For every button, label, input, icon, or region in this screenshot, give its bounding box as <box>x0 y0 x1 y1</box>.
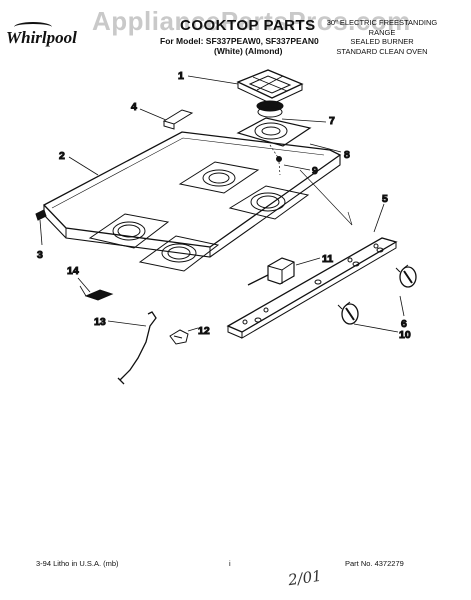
valve-block <box>247 257 295 286</box>
clip <box>35 209 47 221</box>
model-line: For Model: SF337PEAW0, SF337PEAN0 <box>160 36 319 46</box>
burner-cap <box>256 100 284 118</box>
footer-litho: 3-94 Litho in U.S.A. (mb) <box>36 559 119 568</box>
product-description: 30" ELECTRIC FREESTANDING RANGE SEALED B… <box>322 18 442 56</box>
colors-line: (White) (Almond) <box>214 46 283 56</box>
callout-3: 3 <box>37 249 43 261</box>
description-line: SEALED BURNER <box>350 37 414 46</box>
footer-part-number: Part No. 4372279 <box>345 559 404 568</box>
screw <box>269 144 282 176</box>
footer-page-number: i <box>229 559 231 568</box>
burner-opening-right-rear <box>178 161 260 194</box>
callout-6: 6 <box>401 318 407 330</box>
callout-4: 4 <box>131 101 137 113</box>
burner-opening-left-front <box>138 235 220 272</box>
control-knob-lower <box>337 301 359 325</box>
brand-swoosh-mark <box>14 22 52 32</box>
description-line: 30" ELECTRIC FREESTANDING RANGE <box>326 18 438 37</box>
callout-2: 2 <box>59 150 65 162</box>
watermark-text: AppliancePartsPros.com <box>92 6 411 36</box>
burner-grate <box>236 69 304 105</box>
switch-bracket <box>79 285 114 301</box>
callout-5: 5 <box>382 193 388 205</box>
burner-opening-right-front <box>228 185 310 220</box>
brand-logo: Whirlpool <box>6 28 77 47</box>
leader-lines <box>39 75 405 333</box>
wire-harness <box>117 311 157 385</box>
callout-8: 8 <box>344 149 350 161</box>
page-title: COOKTOP PARTS <box>180 17 316 34</box>
control-knob-upper <box>395 264 417 288</box>
callout-11: 11 <box>322 253 333 265</box>
callout-10: 10 <box>399 329 411 341</box>
callout-9: 9 <box>312 165 318 177</box>
control-panel-rail <box>226 237 398 339</box>
callout-12: 12 <box>198 325 210 337</box>
burner-plate <box>236 117 312 147</box>
callout-1: 1 <box>178 70 184 82</box>
callout-14: 14 <box>67 265 79 277</box>
callout-13: 13 <box>94 316 106 328</box>
burner-opening-left-rear <box>88 213 170 249</box>
callout-7: 7 <box>329 115 335 127</box>
bracket <box>162 109 194 130</box>
description-line: STANDARD CLEAN OVEN <box>336 46 428 56</box>
spark-switch <box>169 329 189 345</box>
